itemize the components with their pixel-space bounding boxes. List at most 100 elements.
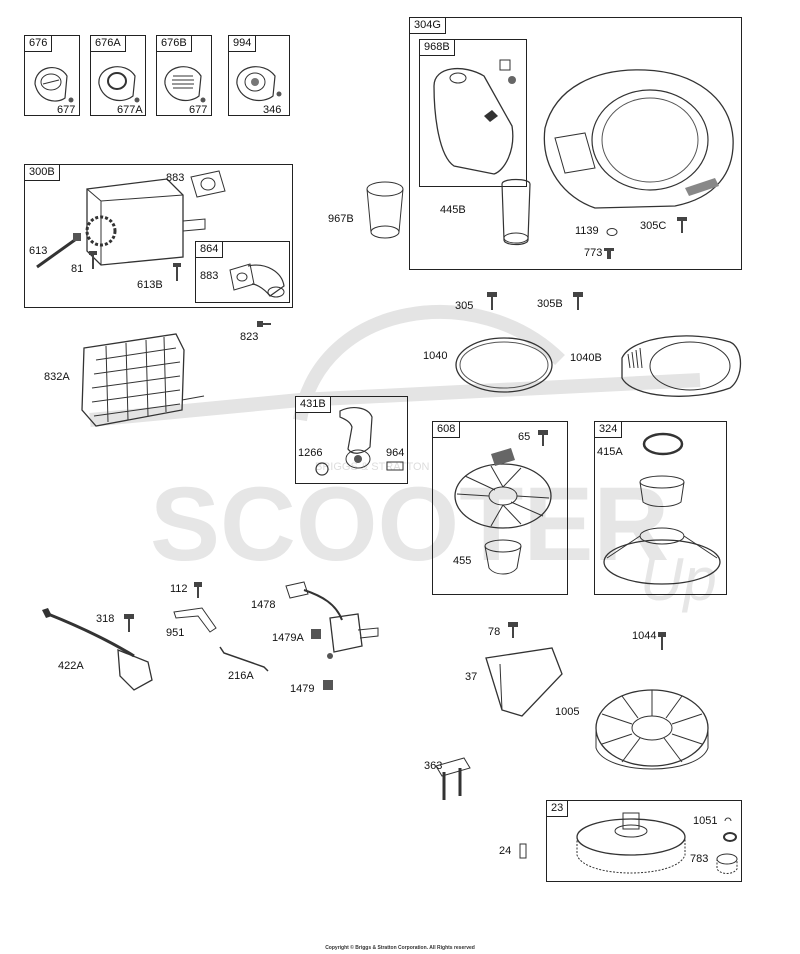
label-677-b: 677 [189,104,208,116]
label-346: 346 [263,104,282,116]
box-968b: 968B [419,39,527,187]
label-415a: 415A [597,446,623,458]
label-65: 65 [518,431,531,443]
nut-1044-part [658,632,666,650]
box-tag-304g: 304G [409,17,446,34]
box-431b: 431B 1266 964 [295,396,408,484]
screw-823-part [257,321,271,327]
label-832a: 832A [44,371,70,383]
starter-gear-part [716,853,738,874]
box-994: 994 346 [228,35,290,116]
label-964: 964 [386,447,405,459]
box-tag-431b: 431B [295,396,331,413]
label-78: 78 [488,626,501,638]
screen-ring-part [642,432,684,456]
filter-element-part [386,461,404,471]
label-951: 951 [166,627,185,639]
label-445b: 445B [440,204,466,216]
box-676: 676 677 [24,35,80,116]
box-864: 864 883 [195,241,290,303]
screw-65-part [538,430,548,446]
rewind-starter-part [454,448,552,529]
clip-1051-part [724,817,732,822]
bolt-78-part [508,622,518,638]
box-tag-994: 994 [228,35,257,52]
screw-318-part [124,614,134,632]
muffler-part [85,178,206,266]
pre-cleaner-part [366,181,404,239]
label-216a: 216A [228,670,254,682]
breather-kit-part [236,66,282,102]
label-677a: 677A [117,104,143,116]
bracket-951-part [173,607,217,633]
o-ring-part [315,462,329,476]
label-677: 677 [57,104,76,116]
watermark-text: SCOOTER [150,466,669,583]
box-23: 23 1051 783 [546,800,742,882]
box-tag-864: 864 [195,241,224,258]
air-cleaner-cover-part [433,59,516,175]
label-305c: 305C [640,220,667,232]
label-455: 455 [453,555,472,567]
box-676a: 676A 677A [90,35,146,116]
deflector-part [485,647,563,717]
solenoid-part [285,581,379,659]
muffler-guard-part [81,333,205,427]
elbow-part [339,407,373,469]
washer-part [606,228,618,236]
nut-1479-part [323,680,333,690]
label-883-b: 883 [200,270,219,282]
label-783: 783 [690,853,709,865]
box-tag-676: 676 [24,35,53,52]
label-1005: 1005 [555,706,580,718]
box-608: 608 65 455 [432,421,568,595]
exhaust-gasket-part [190,170,226,198]
box-304g: 304G 968B 445B 1139 305C 773 [409,17,742,270]
flywheel-key-part [519,843,527,859]
label-1044: 1044 [632,630,657,642]
label-112: 112 [170,583,188,595]
label-24: 24 [499,845,512,857]
label-1479a: 1479A [272,632,304,644]
label-1479: 1479 [290,683,315,695]
screw-part [677,217,687,233]
armature-part [435,757,471,800]
breather-cover-part [34,67,74,103]
lock-plate-part [89,251,97,269]
box-tag-968b: 968B [419,39,455,56]
label-305b: 305B [537,298,563,310]
nut-1479a-part [311,629,321,639]
breather-gasket-part [98,66,140,103]
starter-cup-part [484,539,522,575]
box-tag-676b: 676B [156,35,192,52]
washer-1051-part [723,832,737,842]
label-613: 613 [29,245,48,257]
exhaust-manifold-part [229,263,285,298]
bolt-305-part [487,292,497,310]
baffle-ring-part [455,337,553,393]
label-823: 823 [240,331,259,343]
label-1051: 1051 [693,815,718,827]
label-1478: 1478 [251,599,276,611]
label-1139: 1139 [575,225,599,237]
grommet-part [604,248,614,259]
rotating-screen-part [603,527,721,585]
label-1040: 1040 [423,350,448,362]
label-1040b: 1040B [570,352,602,364]
blower-cover-part [621,335,742,397]
box-tag-324: 324 [594,421,623,438]
blower-housing-part [543,69,734,209]
label-773: 773 [584,247,603,259]
flywheel-part [576,812,686,874]
air-filter-part [501,178,531,246]
label-1266: 1266 [298,447,323,459]
link-216a-part [219,646,269,672]
muffler-bolt-part [173,263,181,281]
box-tag-608: 608 [432,421,461,438]
label-422a: 422A [58,660,84,672]
copyright-footer: Copyright © Briggs & Stratton Corporatio… [325,945,475,951]
muffler-screw-part [36,233,81,269]
label-613b: 613B [137,279,163,291]
label-81: 81 [71,263,84,275]
label-37: 37 [465,671,478,683]
